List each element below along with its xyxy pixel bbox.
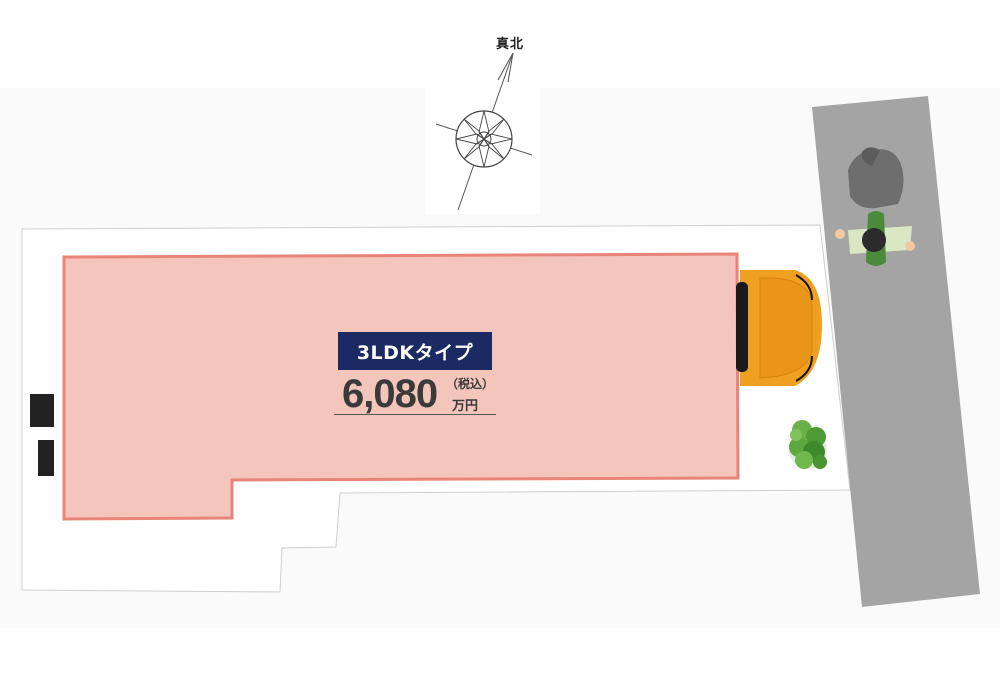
north-label: 真北 [496, 37, 525, 52]
price-value: 6,080 [342, 372, 438, 416]
utility-box [38, 440, 54, 476]
price-block: 6,080 （税込） 万円 [334, 370, 496, 416]
plan-type-badge: 3LDKタイプ [338, 332, 492, 370]
person-icon [835, 147, 915, 266]
price-unit: 万円 [452, 399, 479, 414]
tree-icon [789, 420, 827, 469]
price-tax-note: （税込） [446, 377, 495, 391]
building-footprint [62, 252, 740, 521]
price-underline [334, 414, 496, 415]
compass-rose-icon [435, 52, 533, 211]
road [812, 96, 980, 607]
utility-box [30, 394, 54, 427]
car-icon [736, 270, 822, 386]
